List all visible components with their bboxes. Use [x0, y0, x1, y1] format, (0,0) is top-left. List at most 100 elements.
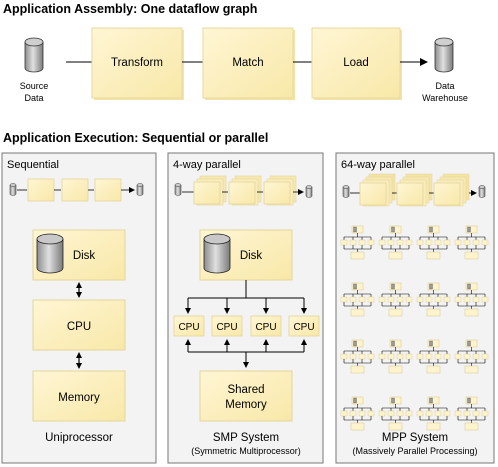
mini-cpu — [463, 353, 471, 360]
mini-cpu — [387, 353, 395, 360]
mini-cpu — [378, 296, 386, 303]
smp-memory-bus — [185, 339, 307, 368]
mini-cpu — [463, 296, 471, 303]
mini-cpu — [358, 296, 366, 303]
mini-disk-icon — [353, 226, 357, 233]
mini-database-icon — [9, 183, 17, 196]
mini-cpu — [358, 353, 366, 360]
sequential-memory-box: Memory — [32, 370, 126, 422]
mini-cpu — [481, 410, 489, 417]
mini-memory — [350, 251, 365, 260]
mini-memory — [350, 365, 365, 374]
mini-cpu — [425, 296, 433, 303]
mini-cpu — [367, 239, 375, 246]
smp-mini-flow — [174, 175, 313, 206]
mpp-node-cluster — [454, 225, 489, 260]
mini-disk-icon — [467, 226, 471, 233]
mini-cpu — [405, 296, 413, 303]
mini-cpu — [434, 353, 442, 360]
sequential-mini-flow — [9, 178, 144, 202]
mini-disk-icon — [353, 283, 357, 290]
mini-memory — [464, 251, 479, 260]
smp-shared-memory-box: Shared Memory — [199, 370, 293, 422]
mini-database-icon — [342, 185, 350, 198]
mini-memory — [388, 251, 403, 260]
mini-cpu — [405, 239, 413, 246]
mpp-node-cluster — [378, 396, 413, 431]
mini-cpu — [378, 239, 386, 246]
mini-memory — [388, 422, 403, 431]
smp-memory-label-line2: Memory — [225, 399, 267, 411]
assembly-heading: Application Assembly: One dataflow graph — [3, 2, 257, 16]
mpp-node-cluster — [378, 225, 413, 260]
mini-memory — [350, 308, 365, 317]
mini-cpu — [387, 296, 395, 303]
mini-cpu — [396, 296, 404, 303]
mini-memory — [388, 365, 403, 374]
mini-cpu — [396, 353, 404, 360]
mpp-title: 64-way parallel — [341, 159, 415, 171]
mini-cpu — [463, 410, 471, 417]
mini-cpu — [416, 410, 424, 417]
mini-cpu — [443, 239, 451, 246]
smp-cpu-2: CPU — [211, 315, 243, 337]
stage-transform: Transform — [91, 27, 184, 100]
mini-cpu — [349, 296, 357, 303]
mpp-subcaption: (Massively Parallel Processing) — [352, 446, 477, 456]
mpp-node-grid — [340, 225, 489, 431]
mpp-node-cluster — [416, 225, 451, 260]
mini-memory — [464, 308, 479, 317]
mini-cpu — [378, 353, 386, 360]
mini-cpu — [416, 239, 424, 246]
mpp-caption: MPP System — [382, 432, 448, 444]
mini-cpu — [434, 296, 442, 303]
mini-cpu — [340, 296, 348, 303]
smp-cpu-label: CPU — [293, 322, 314, 333]
mpp-node-cluster — [416, 339, 451, 374]
disk-icon — [36, 233, 64, 274]
mini-cpu — [405, 410, 413, 417]
mini-cpu — [367, 410, 375, 417]
stage-load-label: Load — [343, 57, 369, 69]
sequential-cpu-box: CPU — [32, 299, 126, 351]
sequential-disk-box: Disk — [32, 229, 126, 281]
mini-cpu — [454, 410, 462, 417]
mini-cpu — [405, 353, 413, 360]
mini-disk-icon — [391, 397, 395, 404]
mini-cpu — [434, 239, 442, 246]
mpp-node-cluster — [340, 225, 375, 260]
mini-cpu — [349, 239, 357, 246]
mini-cpu — [367, 353, 375, 360]
mini-disk-icon — [353, 397, 357, 404]
mpp-node-cluster — [378, 339, 413, 374]
mpp-node-cluster — [378, 282, 413, 317]
mpp-node-cluster — [340, 282, 375, 317]
mini-cpu — [349, 353, 357, 360]
mini-cpu — [387, 410, 395, 417]
smp-cpu-4: CPU — [288, 315, 320, 337]
mpp-mini-flow — [342, 173, 486, 207]
mini-cpu — [454, 353, 462, 360]
mini-disk-icon — [391, 283, 395, 290]
mini-cpu — [443, 353, 451, 360]
mpp-node-cluster — [340, 339, 375, 374]
smp-disk-bus — [185, 280, 307, 314]
mpp-node-cluster — [416, 396, 451, 431]
mini-cpu — [340, 353, 348, 360]
mini-cpu — [396, 410, 404, 417]
stage-match: Match — [202, 27, 295, 100]
mini-disk-icon — [353, 340, 357, 347]
mini-memory — [388, 308, 403, 317]
mpp-node-cluster — [416, 282, 451, 317]
mini-cpu — [425, 353, 433, 360]
stage-transform-label: Transform — [111, 57, 163, 69]
source-label-line1: Source — [20, 81, 49, 91]
source-label-line2: Data — [24, 93, 43, 103]
sequential-title: Sequential — [7, 159, 59, 171]
smp-memory-label-line1: Shared — [227, 384, 264, 396]
warehouse-label-line2: Warehouse — [422, 93, 468, 103]
sequential-cpu-label: CPU — [67, 321, 91, 333]
mini-cpu — [396, 239, 404, 246]
mini-memory — [426, 251, 441, 260]
mini-cpu — [416, 296, 424, 303]
